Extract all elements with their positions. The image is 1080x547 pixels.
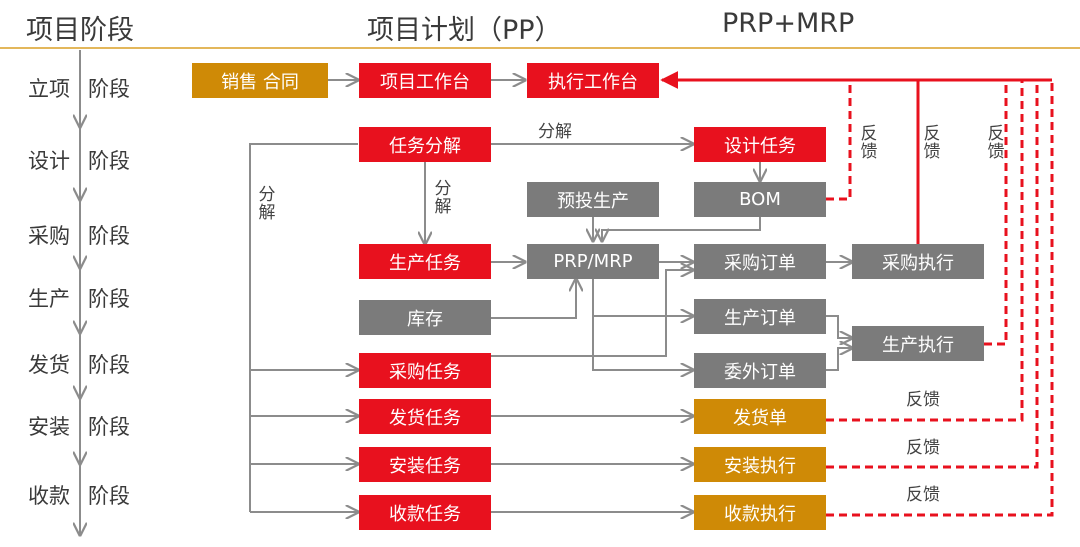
feedback-label: 反馈 — [987, 124, 1005, 162]
arrow-prp-to-production-order — [592, 279, 693, 316]
stage-item: 发货阶段 — [28, 349, 130, 379]
prp-header: PRP+MRP — [722, 8, 855, 39]
header-divider — [0, 47, 1080, 49]
arrow-bom-to-prp — [602, 217, 761, 241]
stage-name: 收款 — [28, 484, 70, 508]
outsource-order-box: 委外订单 — [694, 353, 826, 388]
stage-item: 收款阶段 — [28, 480, 130, 510]
stage-suffix: 阶段 — [88, 287, 130, 311]
install-execution-box: 安装执行 — [694, 447, 826, 482]
stage-name: 生产 — [28, 287, 70, 311]
inventory-box: 库存 — [359, 300, 491, 335]
feedback-label: 反馈 — [860, 124, 878, 162]
feedback-label: 反馈 — [923, 124, 941, 162]
stage-suffix: 阶段 — [88, 149, 130, 173]
arrow-outsource-to-exec — [826, 348, 852, 371]
stages-header: 项目阶段 — [26, 15, 134, 46]
payment-task-box: 收款任务 — [359, 495, 491, 530]
stage-name: 设计 — [28, 149, 70, 173]
stage-suffix: 阶段 — [88, 353, 130, 377]
purchase-order-box: 采购订单 — [694, 244, 826, 279]
feedback-install-label: 反馈 — [906, 438, 940, 458]
design-task-box: 设计任务 — [694, 127, 826, 162]
production-execution-box: 生产执行 — [852, 326, 984, 361]
decompose-label: 分解 — [538, 122, 572, 142]
flow-arrows — [249, 80, 852, 512]
stage-item: 生产阶段 — [28, 283, 130, 313]
prp-mrp-box: PRP/MRP — [527, 244, 659, 279]
feedback-lines — [660, 71, 1054, 517]
execution-workbench-box: 执行工作台 — [527, 63, 659, 98]
arrow-prp-to-outsource — [592, 316, 693, 370]
feedback-production-exec — [984, 80, 1008, 346]
stage-name: 安装 — [28, 415, 70, 439]
stage-suffix: 阶段 — [88, 415, 130, 439]
production-task-box: 生产任务 — [359, 244, 491, 279]
production-order-box: 生产订单 — [694, 299, 826, 334]
stage-item: 采购阶段 — [28, 220, 130, 250]
feedback-payment — [826, 80, 1054, 517]
feedback-delivery-label: 反馈 — [906, 390, 940, 410]
stage-suffix: 阶段 — [88, 224, 130, 248]
delivery-note-box: 发货单 — [694, 399, 826, 434]
purchase-execution-box: 采购执行 — [852, 244, 984, 279]
feedback-install — [826, 80, 1039, 469]
install-task-box: 安装任务 — [359, 447, 491, 482]
arrow-left-branch-trunk — [249, 143, 358, 512]
arrow-production-order-to-exec — [826, 315, 852, 338]
pp-header: 项目计划（PP） — [367, 15, 562, 46]
pre-production-box: 预投生产 — [527, 182, 659, 217]
project-workbench-box: 项目工作台 — [359, 63, 491, 98]
stage-item: 设计阶段 — [28, 145, 130, 175]
purchase-task-box: 采购任务 — [359, 353, 491, 388]
stage-name: 采购 — [28, 224, 70, 248]
stage-item: 立项阶段 — [28, 73, 130, 103]
stage-suffix: 阶段 — [88, 77, 130, 101]
payment-execution-box: 收款执行 — [694, 495, 826, 530]
delivery-task-box: 发货任务 — [359, 399, 491, 434]
feedback-bom — [826, 80, 852, 201]
feedback-payment-label: 反馈 — [906, 485, 940, 505]
task-decomposition-box: 任务分解 — [359, 127, 491, 162]
decompose-left-label: 分解 — [258, 185, 276, 223]
feedback-delivery — [826, 80, 1024, 422]
arrow-purchase-task-to-order — [491, 270, 693, 357]
arrow-inventory-to-prp — [491, 279, 576, 319]
stage-suffix: 阶段 — [88, 484, 130, 508]
stage-name: 发货 — [28, 353, 70, 377]
bom-box: BOM — [694, 182, 826, 217]
stage-item: 安装阶段 — [28, 411, 130, 441]
stage-name: 立项 — [28, 77, 70, 101]
decompose-vertical-label: 分解 — [434, 179, 452, 217]
sales-contract-box: 销售 合同 — [192, 63, 328, 98]
